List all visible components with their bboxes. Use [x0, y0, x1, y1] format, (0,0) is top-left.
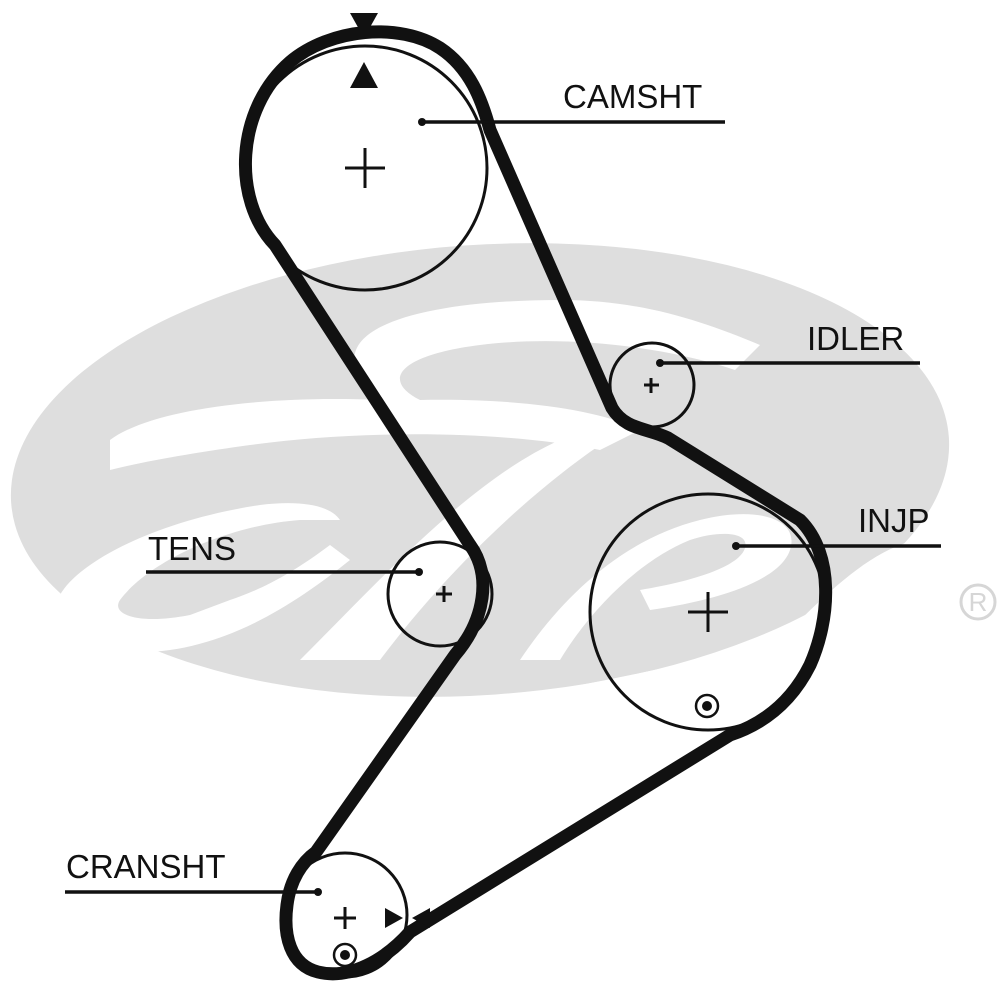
triangle-up-icon	[350, 62, 378, 88]
idler-center-mark	[644, 378, 659, 393]
camshaft-center-mark	[345, 148, 385, 188]
crankshaft-callout: CRANSHT	[65, 848, 322, 896]
watermark-underline-swash	[200, 610, 940, 765]
triangle-left-icon	[412, 908, 430, 928]
idler-label: IDLER	[807, 320, 904, 357]
crankshaft-label: CRANSHT	[66, 848, 226, 885]
tensioner-pulley	[386, 540, 494, 648]
target-circle-icon	[694, 693, 720, 719]
injection-pump-center-mark	[688, 592, 728, 632]
injection-pump-callout: INJP	[732, 502, 941, 550]
injection-pump-timing-mark	[694, 693, 720, 719]
idler-callout: IDLER	[656, 320, 920, 367]
tensioner-center-mark	[436, 586, 452, 602]
crankshaft-center-mark	[334, 907, 356, 929]
watermark-letter-e	[520, 514, 792, 660]
timing-belt	[238, 25, 833, 981]
svg-text:R: R	[969, 587, 988, 617]
triangle-down-icon	[350, 13, 378, 38]
target-circle-icon	[332, 942, 358, 968]
camshaft-label: CAMSHT	[563, 78, 702, 115]
tensioner-label: TENS	[148, 530, 236, 567]
crankshaft-timing-mark	[332, 908, 430, 968]
triangle-right-icon	[385, 908, 403, 928]
watermark-letter-a	[58, 503, 350, 652]
watermark-letter-g	[110, 300, 760, 470]
injection-pump-label: INJP	[858, 502, 930, 539]
camshaft-timing-mark	[350, 13, 378, 88]
gates-watermark-logo	[10, 243, 950, 765]
camshaft-callout: CAMSHT	[418, 78, 725, 126]
registered-trademark-icon: R	[959, 583, 997, 621]
watermark-letter-t	[300, 440, 600, 660]
tensioner-callout: TENS	[146, 530, 423, 576]
